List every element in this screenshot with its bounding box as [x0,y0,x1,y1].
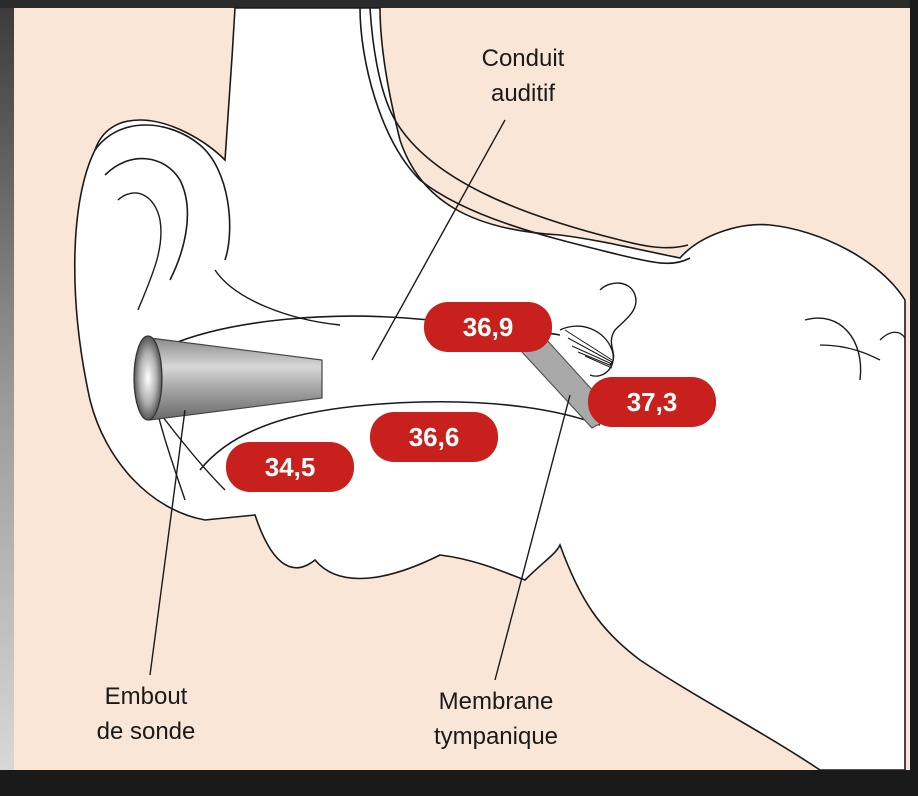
frame-left [0,0,14,796]
temperature-value-t2: 37,3 [627,387,678,417]
temperature-badge-t2: 37,3 [588,377,716,427]
temperature-badge-t4: 34,5 [226,442,354,492]
label-ear-canal-line2: auditif [491,80,555,107]
label-ear-canal-line1: Conduit [482,45,565,72]
temperature-value-t4: 34,5 [265,452,316,482]
label-eardrum-line1: Membrane [439,688,554,715]
temperature-badge-t1: 36,9 [424,302,552,352]
temperature-value-t3: 36,6 [409,422,460,452]
label-eardrum-line2: tympanique [434,723,558,750]
temperature-value-t1: 36,9 [463,312,514,342]
frame-top [0,0,918,8]
frame-right [910,0,918,796]
probe-tip-end [134,336,162,420]
label-probe-tip-line1: Embout [105,683,188,710]
temperature-badge-t3: 36,6 [370,412,498,462]
label-probe-tip-line2: de sonde [97,718,196,745]
frame-bottom [0,770,918,796]
